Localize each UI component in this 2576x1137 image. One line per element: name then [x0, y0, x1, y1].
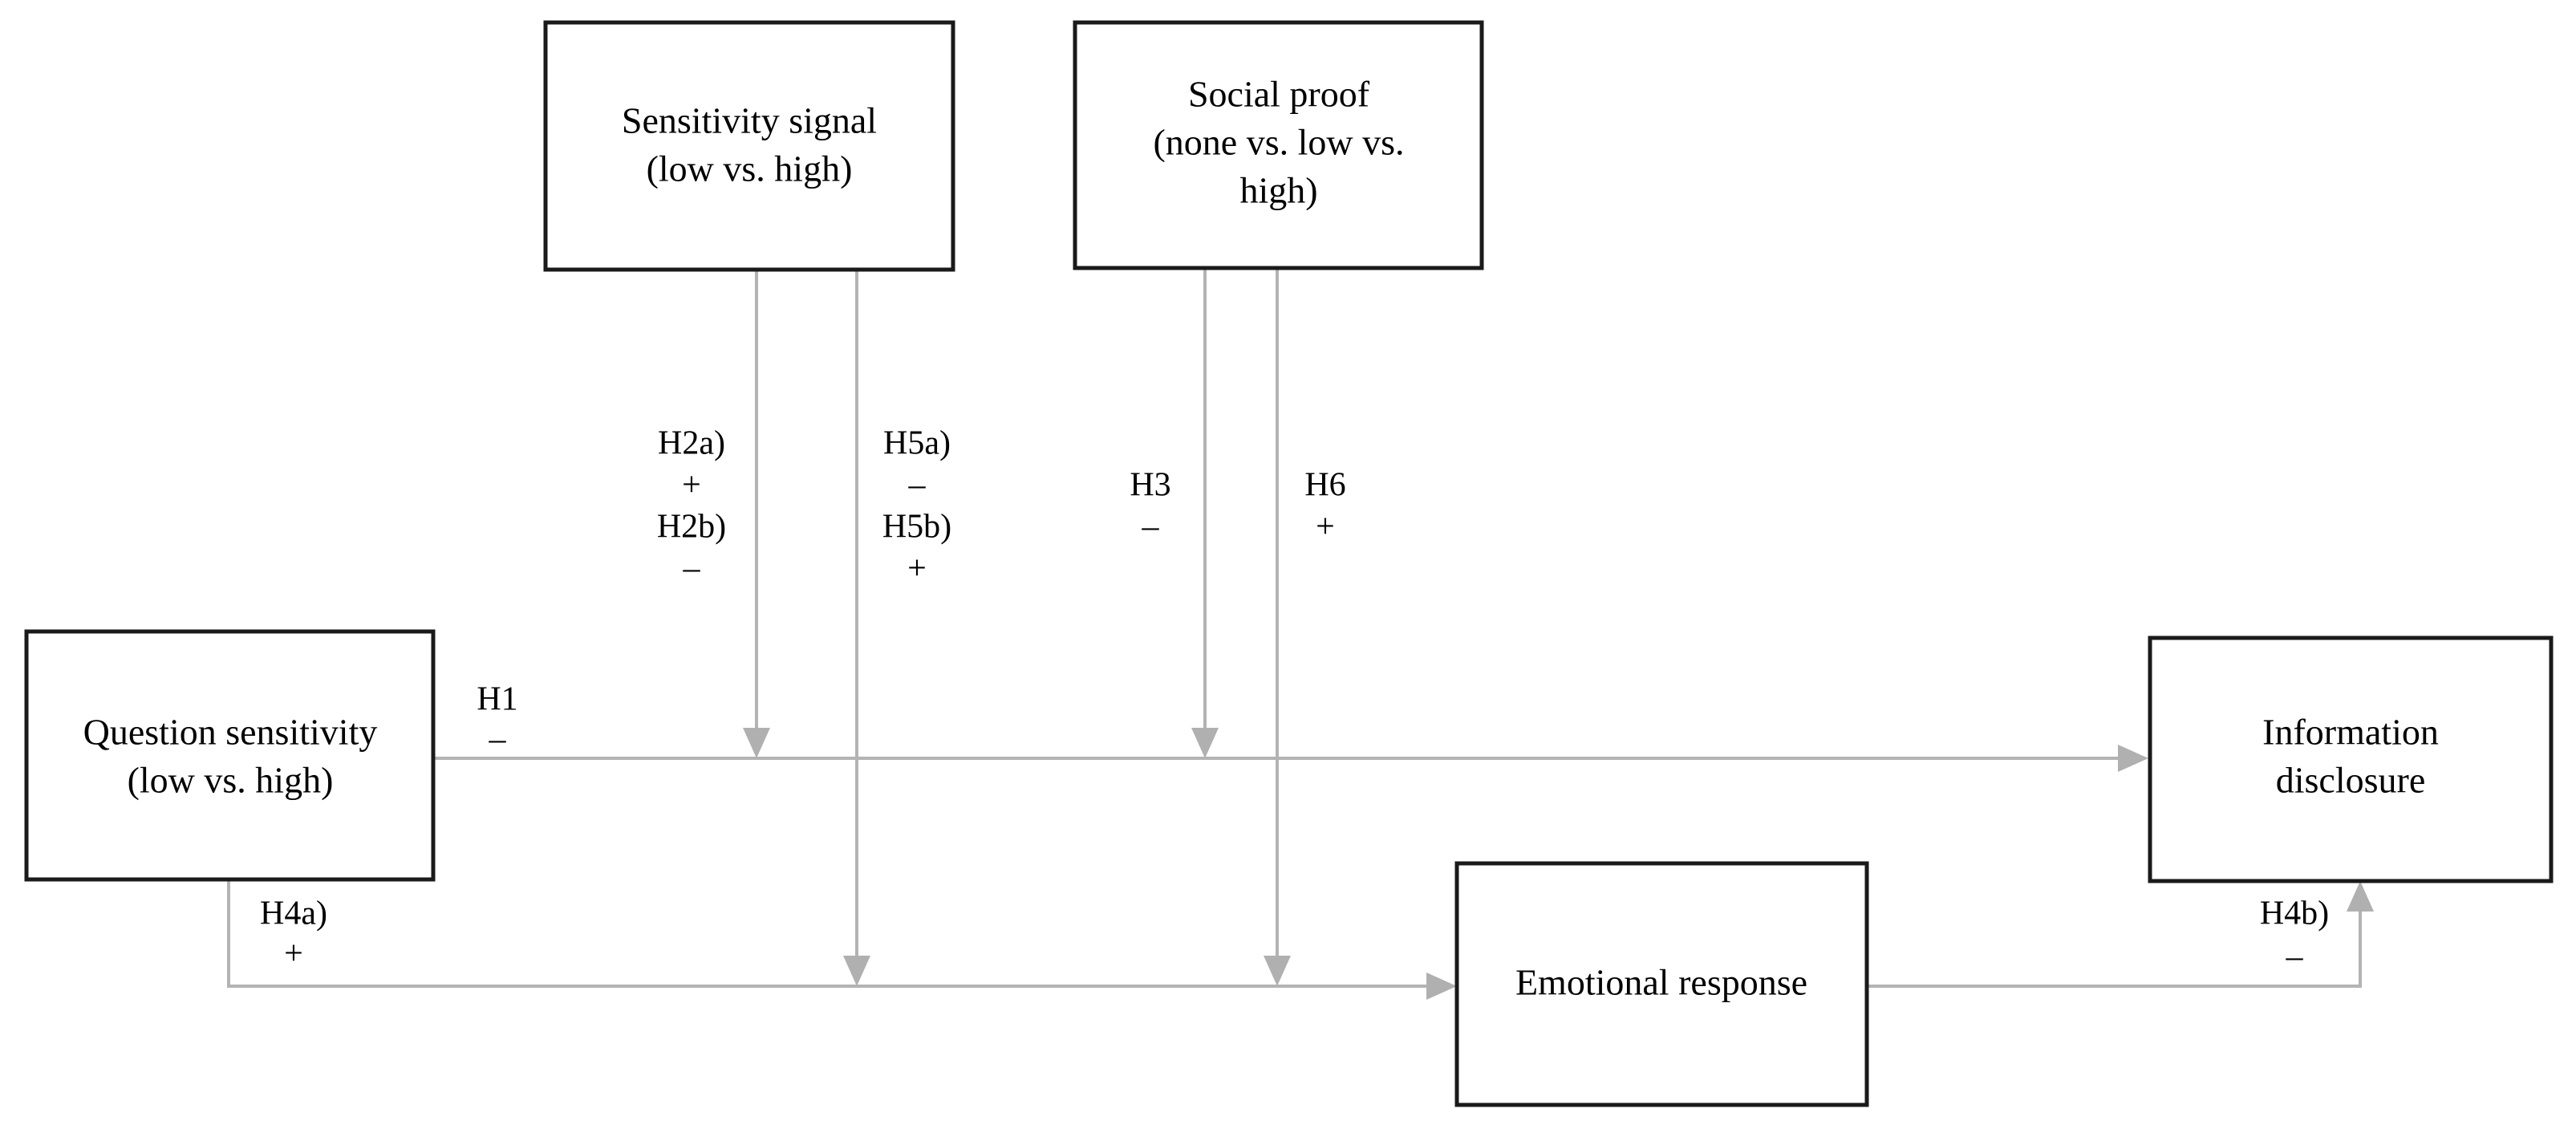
path-h2-arrowhead — [743, 728, 770, 758]
path-h6 — [1264, 268, 1291, 986]
hypothesis-label-h5: H5a) – H5b) + — [882, 425, 951, 587]
hypothesis-h5b-sign: + — [907, 550, 927, 587]
path-h4b — [1867, 881, 2374, 988]
node-sensitivity-signal-box[interactable] — [543, 20, 955, 272]
hypothesis-h1-sign: – — [489, 721, 507, 758]
hypothesis-h4b-sign: – — [2286, 939, 2304, 976]
node-question-sensitivity-label-line-1: Question sensitivity — [83, 712, 378, 753]
hypothesis-h6-sign: + — [1316, 509, 1335, 546]
node-social-proof-box[interactable] — [1073, 20, 1484, 270]
hypothesis-h2b-sign: – — [683, 550, 701, 587]
node-sensitivity-signal[interactable]: Sensitivity signal (low vs. high) — [543, 20, 955, 272]
node-information-disclosure-box[interactable] — [2148, 636, 2554, 883]
hypothesis-h2a-sign: + — [682, 467, 701, 504]
hypothesis-label-h2: H2a) + H2b) – — [657, 425, 726, 587]
node-sensitivity-signal-label-line-2: (low vs. high) — [647, 148, 853, 189]
hypothesis-label-h1: H1 – — [477, 681, 517, 758]
node-information-disclosure-label-line-2: disclosure — [2276, 760, 2426, 801]
path-h4b-line — [1867, 900, 2362, 988]
path-h4a-arrowhead — [1426, 973, 1457, 1000]
hypothesis-label-h4b: H4b) – — [2260, 895, 2329, 976]
node-question-sensitivity-label-line-2: (low vs. high) — [128, 760, 334, 801]
hypothesis-label-h4a: H4a) + — [260, 895, 327, 973]
hypothesis-h3-name: H3 — [1130, 467, 1170, 504]
node-information-disclosure[interactable]: Information disclosure — [2148, 636, 2554, 883]
node-social-proof-label-line-3: high) — [1239, 170, 1317, 211]
path-h4b-arrowhead — [2347, 881, 2374, 912]
path-h2 — [743, 270, 770, 758]
node-information-disclosure-label-line-1: Information — [2262, 712, 2439, 753]
path-h6-arrowhead — [1264, 956, 1291, 986]
path-h1-arrowhead — [2118, 745, 2148, 772]
hypothesis-h4b-name: H4b) — [2260, 895, 2329, 932]
hypothesis-h1-name: H1 — [477, 681, 517, 718]
node-emotional-response-box[interactable] — [1454, 861, 1869, 1107]
path-h5 — [843, 270, 870, 986]
path-h4a-line — [227, 879, 1438, 988]
hypothesis-h5a-name: H5a) — [883, 425, 951, 462]
node-social-proof[interactable]: Social proof (none vs. low vs. high) — [1073, 20, 1484, 270]
node-social-proof-label-line-1: Social proof — [1188, 74, 1370, 115]
path-h5-arrowhead — [843, 956, 870, 986]
path-h3 — [1191, 268, 1219, 758]
node-emotional-response[interactable]: Emotional response — [1454, 861, 1869, 1107]
path-h4a — [227, 879, 1457, 1000]
hypothesis-h4a-sign: + — [284, 936, 303, 973]
hypothesis-label-h6: H6 + — [1304, 467, 1345, 546]
hypothesis-h4a-name: H4a) — [260, 895, 327, 932]
hypothesis-label-h3: H3 – — [1130, 467, 1170, 546]
hypothesis-h2a-name: H2a) — [658, 425, 725, 462]
path-h3-arrowhead — [1191, 728, 1219, 758]
hypothesis-h3-sign: – — [1142, 509, 1160, 546]
node-sensitivity-signal-label-line-1: Sensitivity signal — [622, 100, 877, 141]
hypothesis-h2b-name: H2b) — [657, 509, 726, 546]
hypothesis-h5a-sign: – — [908, 467, 927, 504]
hypothesis-h5b-name: H5b) — [882, 509, 951, 546]
node-question-sensitivity-box[interactable] — [24, 629, 436, 882]
node-emotional-response-label-line-1: Emotional response — [1515, 962, 1807, 1003]
node-question-sensitivity[interactable]: Question sensitivity (low vs. high) — [24, 629, 436, 882]
node-social-proof-label-line-2: (none vs. low vs. — [1153, 122, 1404, 163]
hypothesis-h6-name: H6 — [1304, 467, 1345, 504]
path-h1 — [433, 745, 2148, 772]
